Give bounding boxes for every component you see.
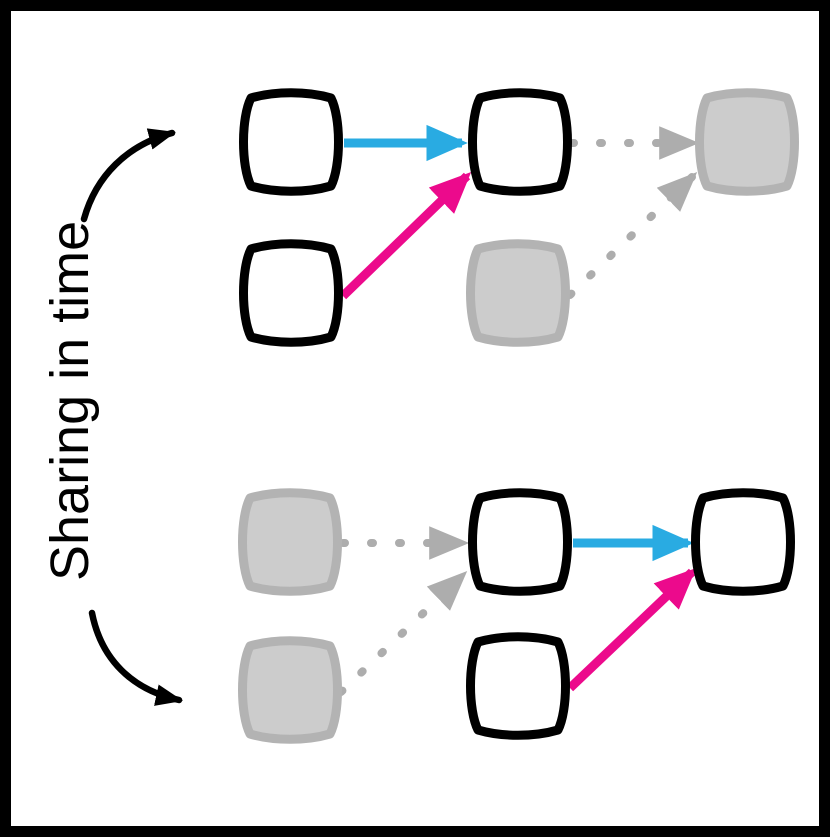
panel-top-nodes xyxy=(244,93,795,343)
panel-bottom-nodes xyxy=(243,493,791,740)
node-b-n4[interactable] xyxy=(471,637,566,736)
panel-top-timestep xyxy=(244,93,795,343)
node-t-n1[interactable] xyxy=(244,93,339,192)
node-b-n2[interactable] xyxy=(243,641,338,740)
edge-dashed-top-diagonal xyxy=(566,171,698,299)
node-t-n5[interactable] xyxy=(700,93,795,192)
panel-bottom-edges xyxy=(337,524,697,696)
panel-bottom-timestep xyxy=(243,493,791,740)
curved-arrow-up-icon xyxy=(80,128,176,223)
axis-label-sharing-in-time: Sharing in time xyxy=(40,221,100,581)
curved-arrow-down-icon xyxy=(88,609,184,706)
axis-group: Sharing in time xyxy=(40,128,184,706)
edge-magenta-top xyxy=(339,171,472,300)
panel-top-edges xyxy=(339,124,700,300)
node-b-n5[interactable] xyxy=(696,493,791,592)
edge-dashed-bottom-diagonal xyxy=(337,571,468,696)
node-t-n4[interactable] xyxy=(471,244,566,343)
edge-magenta-bottom xyxy=(566,568,697,692)
node-b-n1[interactable] xyxy=(243,493,338,592)
node-t-n2[interactable] xyxy=(244,244,339,343)
node-b-n3[interactable] xyxy=(473,493,568,592)
node-t-n3[interactable] xyxy=(473,93,568,192)
